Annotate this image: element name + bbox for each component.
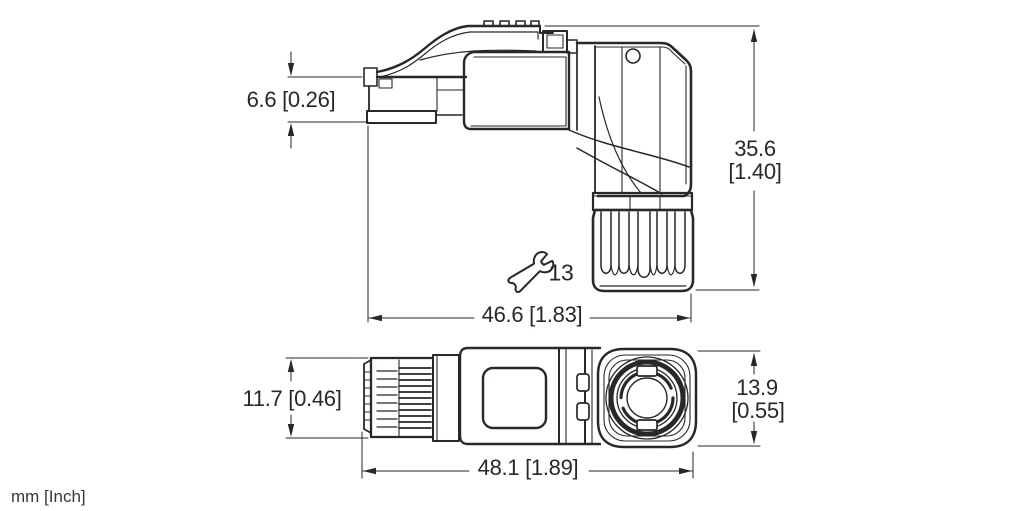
dim-front-height-graphics	[287, 51, 369, 149]
rj45-plug-nose	[363, 67, 468, 124]
cable-gland-ribbed	[591, 208, 695, 293]
wrench-icon	[507, 251, 555, 293]
dim-plug-height-graphics	[285, 357, 369, 439]
dim-gland-diameter-graphics	[697, 350, 761, 447]
connector-body-end	[458, 346, 602, 446]
dim-end-length-label: 48.1 [1.89]	[477, 455, 579, 480]
dim-overall-height-inch-label: [1.40]	[728, 159, 782, 184]
dim-length-graphics	[367, 125, 692, 323]
dim-gland-diameter-inch-label: [0.55]	[731, 398, 785, 423]
dim-gland-diameter-mm-label: 13.9	[736, 375, 778, 400]
plug-collar	[432, 354, 460, 442]
side-view-drawing	[287, 20, 760, 323]
end-view-drawing	[285, 346, 761, 479]
right-angle-housing	[568, 41, 693, 198]
dim-plug-height-label: 11.7 [0.46]	[242, 386, 342, 411]
units-note: mm [Inch]	[11, 487, 86, 506]
gland-end-cap	[596, 347, 698, 449]
dim-overall-height-mm-label: 35.6	[734, 136, 776, 161]
dim-length-label: 46.6 [1.83]	[481, 302, 583, 327]
rj45-plug-end	[363, 356, 434, 439]
wrench-size-label: 13	[548, 259, 574, 286]
dim-end-length-graphics	[361, 431, 694, 479]
gland-collar	[591, 191, 694, 212]
dim-overall-height-graphics	[544, 25, 760, 291]
dim-front-height-label: 6.6 [0.26]	[246, 87, 336, 112]
connector-body	[462, 50, 571, 131]
latch-button	[542, 30, 578, 54]
